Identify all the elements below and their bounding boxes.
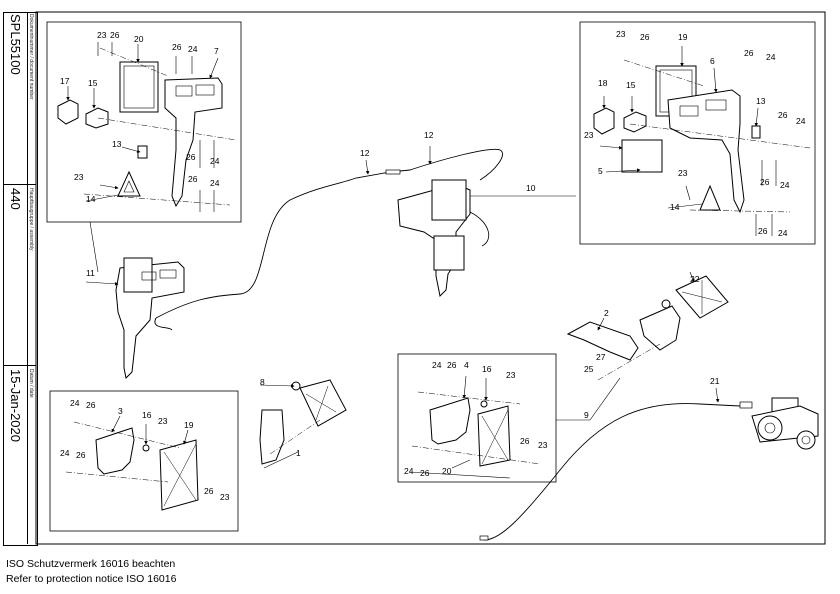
part-label-26: 26 (420, 468, 430, 478)
part-label-19: 19 (184, 420, 194, 430)
part-label-17: 17 (60, 76, 70, 86)
part-label-23: 23 (584, 130, 594, 140)
part-label-23: 23 (97, 30, 107, 40)
part-label-12: 12 (360, 148, 370, 158)
part-label-26: 26 (76, 450, 86, 460)
part-label-27: 27 (596, 352, 606, 362)
part-label-24: 24 (210, 178, 220, 188)
part-label-23: 23 (616, 29, 626, 39)
part-label-7: 7 (214, 46, 219, 56)
part-label-19: 19 (678, 32, 688, 42)
part-label-10: 10 (526, 183, 536, 193)
part-label-24: 24 (60, 448, 70, 458)
part-label-15: 15 (88, 78, 98, 88)
part-label-23: 23 (538, 440, 548, 450)
part-label-8: 8 (260, 377, 265, 387)
part-label-24: 24 (210, 156, 220, 166)
part-label-26: 26 (188, 174, 198, 184)
part-label-23: 23 (74, 172, 84, 182)
assembly-10 (397, 179, 576, 298)
drawing-frame (35, 11, 826, 545)
part-label-13: 13 (756, 96, 766, 106)
part-label-26: 26 (758, 226, 768, 236)
part-label-15: 15 (626, 80, 636, 90)
bracket-group-8-1 (259, 379, 347, 469)
part-label-23: 23 (220, 492, 230, 502)
detail-box-top-right (579, 21, 816, 245)
part-label-24: 24 (766, 52, 776, 62)
part-label-26: 26 (760, 177, 770, 187)
part-label-26: 26 (186, 152, 196, 162)
detail-box-bottom-middle (397, 353, 590, 483)
part-label-24: 24 (70, 398, 80, 408)
part-label-24: 24 (404, 466, 414, 476)
part-label-3: 3 (118, 406, 123, 416)
part-label-24: 24 (188, 44, 198, 54)
part-label-2: 2 (604, 308, 609, 318)
part-label-5: 5 (598, 166, 603, 176)
bracket-group-2-22 (566, 271, 729, 421)
part-label-24: 24 (778, 228, 788, 238)
part-label-26: 26 (204, 486, 214, 496)
protection-notice-en: Refer to protection notice ISO 16016 (6, 573, 177, 585)
part-label-24: 24 (796, 116, 806, 126)
part-label-26: 26 (110, 30, 120, 40)
part-label-26: 26 (640, 32, 650, 42)
part-label-24: 24 (432, 360, 442, 370)
part-label-13: 13 (112, 139, 122, 149)
part-label-18: 18 (598, 78, 608, 88)
part-label-26: 26 (172, 42, 182, 52)
part-label-14: 14 (670, 202, 680, 212)
part-label-9: 9 (584, 410, 589, 420)
cable-21-and-tractor (479, 387, 819, 541)
part-label-26: 26 (744, 48, 754, 58)
cable-12 (154, 146, 503, 331)
part-label-24: 24 (780, 180, 790, 190)
title-block-frame (3, 12, 38, 546)
part-label-20: 20 (442, 466, 452, 476)
assembly-11 (85, 221, 185, 380)
part-label-6: 6 (710, 56, 715, 66)
part-label-11: 11 (86, 268, 95, 278)
detail-box-bottom-left (49, 390, 239, 532)
part-label-1: 1 (296, 448, 301, 458)
part-label-20: 20 (134, 34, 144, 44)
part-label-21: 21 (710, 376, 720, 386)
part-label-26: 26 (447, 360, 457, 370)
part-label-14: 14 (86, 194, 96, 204)
part-label-16: 16 (482, 364, 492, 374)
part-label-23: 23 (158, 416, 168, 426)
part-label-23: 23 (678, 168, 688, 178)
part-label-12: 12 (424, 130, 434, 140)
part-label-4: 4 (464, 360, 469, 370)
part-label-26: 26 (778, 110, 788, 120)
part-label-25: 25 (584, 364, 594, 374)
protection-notice-de: ISO Schutzvermerk 16016 beachten (6, 558, 176, 570)
part-label-26: 26 (86, 400, 96, 410)
part-label-23: 23 (506, 370, 516, 380)
part-label-26: 26 (520, 436, 530, 446)
detail-box-top-left (46, 21, 242, 223)
part-label-16: 16 (142, 410, 152, 420)
part-label-22: 22 (690, 274, 700, 284)
